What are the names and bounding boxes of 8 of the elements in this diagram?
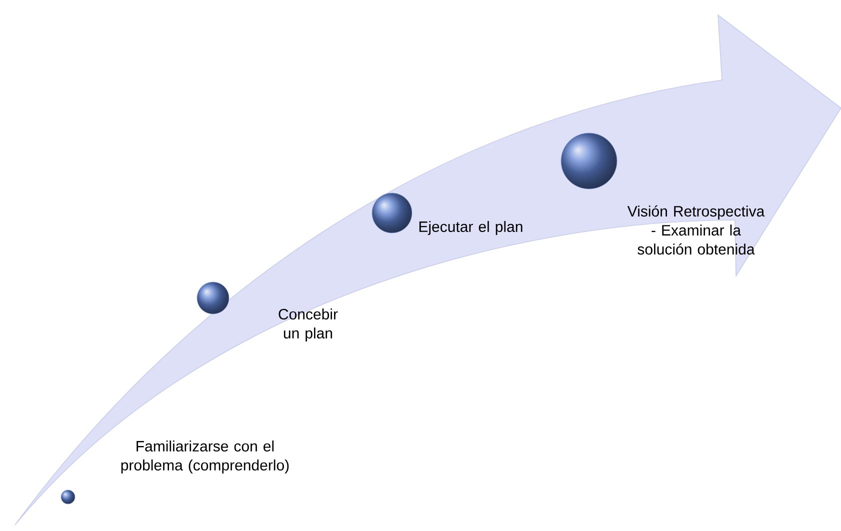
step-label: Concebir un plan (278, 308, 338, 342)
step-circle (60, 490, 76, 504)
step-circle (560, 132, 618, 190)
step-label: Familiarizarse con el problema (comprenderlo) (121, 440, 289, 474)
step-label: Ejecutar el plan (419, 221, 522, 235)
step-label: Visión Retrospectiva - Examinar la solución obtenida (627, 205, 765, 255)
step-circle (196, 282, 230, 314)
step-circle (372, 192, 412, 234)
